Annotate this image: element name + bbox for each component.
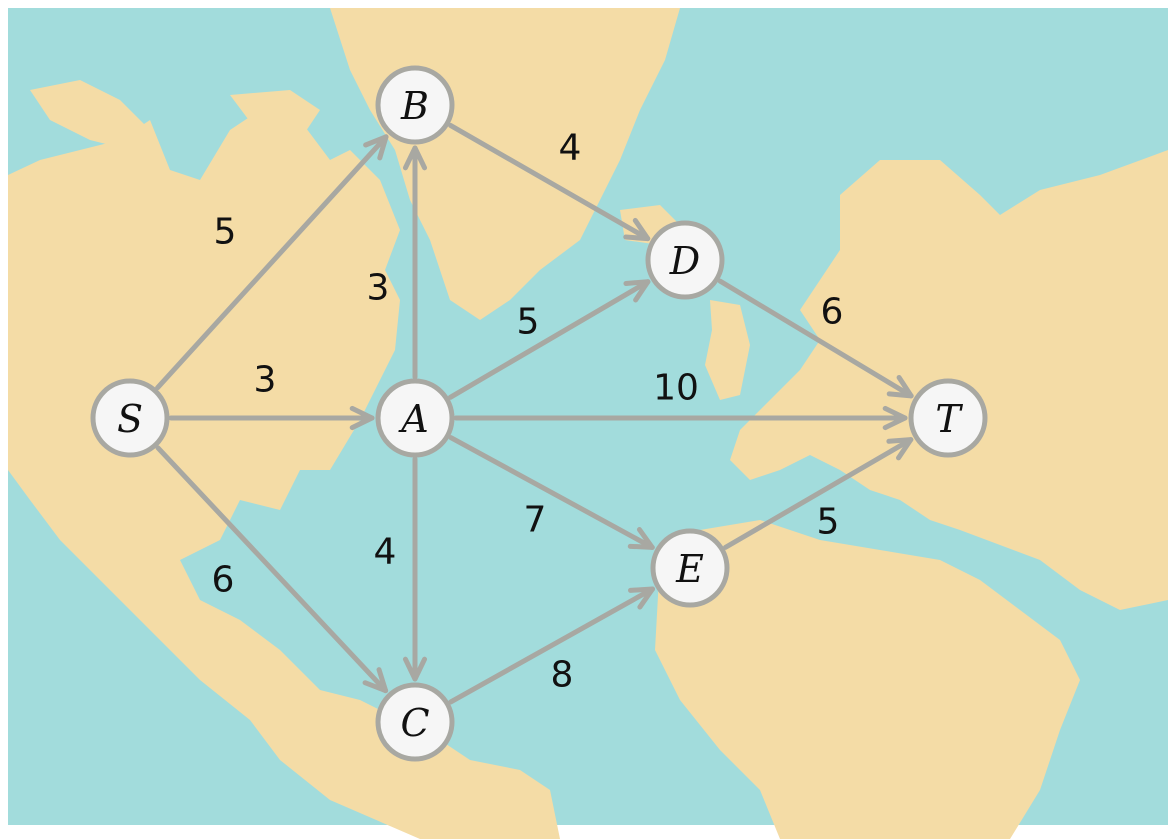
node-D: D xyxy=(645,220,725,300)
land-canada-island-2 xyxy=(230,90,320,140)
node-B: B xyxy=(375,65,455,145)
edge-weight-S-A: 3 xyxy=(254,360,277,401)
edge-S-A: 3 xyxy=(168,360,375,431)
edge-weight-B-D: 4 xyxy=(559,128,582,169)
arrowhead-S-B xyxy=(363,134,389,161)
arrowhead-S-C xyxy=(362,667,389,694)
node-circle-D xyxy=(645,220,725,300)
edge-line-C-E xyxy=(448,586,655,705)
node-circle-A xyxy=(375,378,455,458)
node-label-A: A xyxy=(398,397,428,441)
arrowhead-C-E xyxy=(628,586,655,610)
edge-S-B: 5 xyxy=(155,134,389,391)
edge-B-D: 4 xyxy=(448,122,651,242)
node-label-E: E xyxy=(675,547,704,591)
node-label-D: D xyxy=(669,239,700,283)
edge-weight-A-T: 10 xyxy=(653,368,699,409)
node-circle-C xyxy=(375,682,455,762)
edge-E-T: 5 xyxy=(722,437,914,550)
edge-line-A-E xyxy=(448,435,655,550)
edge-weight-A-C: 4 xyxy=(374,532,397,573)
node-label-B: B xyxy=(400,84,429,128)
land-africa xyxy=(655,520,1080,839)
node-circle-B xyxy=(375,65,455,145)
edge-line-A-D xyxy=(447,279,651,400)
node-E: E xyxy=(650,528,730,608)
arrowhead-D-T xyxy=(886,374,914,399)
nodes: S A B C D E T xyxy=(90,65,988,762)
edge-weight-S-C: 6 xyxy=(212,560,235,601)
node-T: T xyxy=(908,378,988,458)
edge-A-E: 7 xyxy=(448,435,655,550)
arrowhead-A-D xyxy=(623,279,651,303)
arrowhead-A-E xyxy=(627,527,655,550)
edge-weight-C-E: 8 xyxy=(551,655,574,696)
land-hudson-area xyxy=(230,230,300,340)
land-north-america xyxy=(8,110,560,839)
edge-weight-A-E: 7 xyxy=(524,500,547,541)
edge-A-D: 5 xyxy=(447,279,651,400)
arrowhead-S-A xyxy=(349,405,375,431)
arrowhead-B-D xyxy=(623,217,651,242)
edge-A-B: 3 xyxy=(367,145,428,380)
edge-A-T: 10 xyxy=(453,368,908,431)
node-A: A xyxy=(375,378,455,458)
edge-D-T: 6 xyxy=(717,278,914,399)
land-canada-island-3 xyxy=(285,190,345,290)
edge-weight-A-D: 5 xyxy=(517,302,540,343)
edge-weight-D-T: 6 xyxy=(821,292,844,333)
edge-weight-E-T: 5 xyxy=(817,502,840,543)
node-label-C: C xyxy=(400,701,429,745)
edge-A-C: 4 xyxy=(374,456,428,682)
arrowhead-A-B xyxy=(402,145,428,171)
node-label-S: S xyxy=(117,397,143,441)
edge-line-B-D xyxy=(448,122,651,242)
arrowhead-A-T xyxy=(882,405,908,431)
node-circle-E xyxy=(650,528,730,608)
node-C: C xyxy=(375,682,455,762)
world-map-background xyxy=(8,8,1168,839)
edges: 5 3 6 3 4 5 10 7 4 8 6 5 xyxy=(155,122,914,705)
edge-line-S-C xyxy=(155,445,389,694)
arrowhead-E-T xyxy=(886,437,914,461)
node-circle-S xyxy=(90,378,170,458)
edge-line-E-T xyxy=(722,437,914,550)
land-uk xyxy=(705,300,750,400)
arrowhead-A-C xyxy=(402,656,428,682)
node-circle-T xyxy=(908,378,988,458)
edge-weight-S-B: 5 xyxy=(214,212,237,253)
node-label-T: T xyxy=(935,397,963,441)
node-S: S xyxy=(90,378,170,458)
edge-weight-A-B: 3 xyxy=(367,268,390,309)
edge-S-C: 6 xyxy=(155,445,389,694)
edge-line-D-T xyxy=(717,278,914,399)
edge-line-S-B xyxy=(155,134,389,391)
land-canada-island-1 xyxy=(30,80,150,150)
edge-C-E: 8 xyxy=(448,586,655,705)
